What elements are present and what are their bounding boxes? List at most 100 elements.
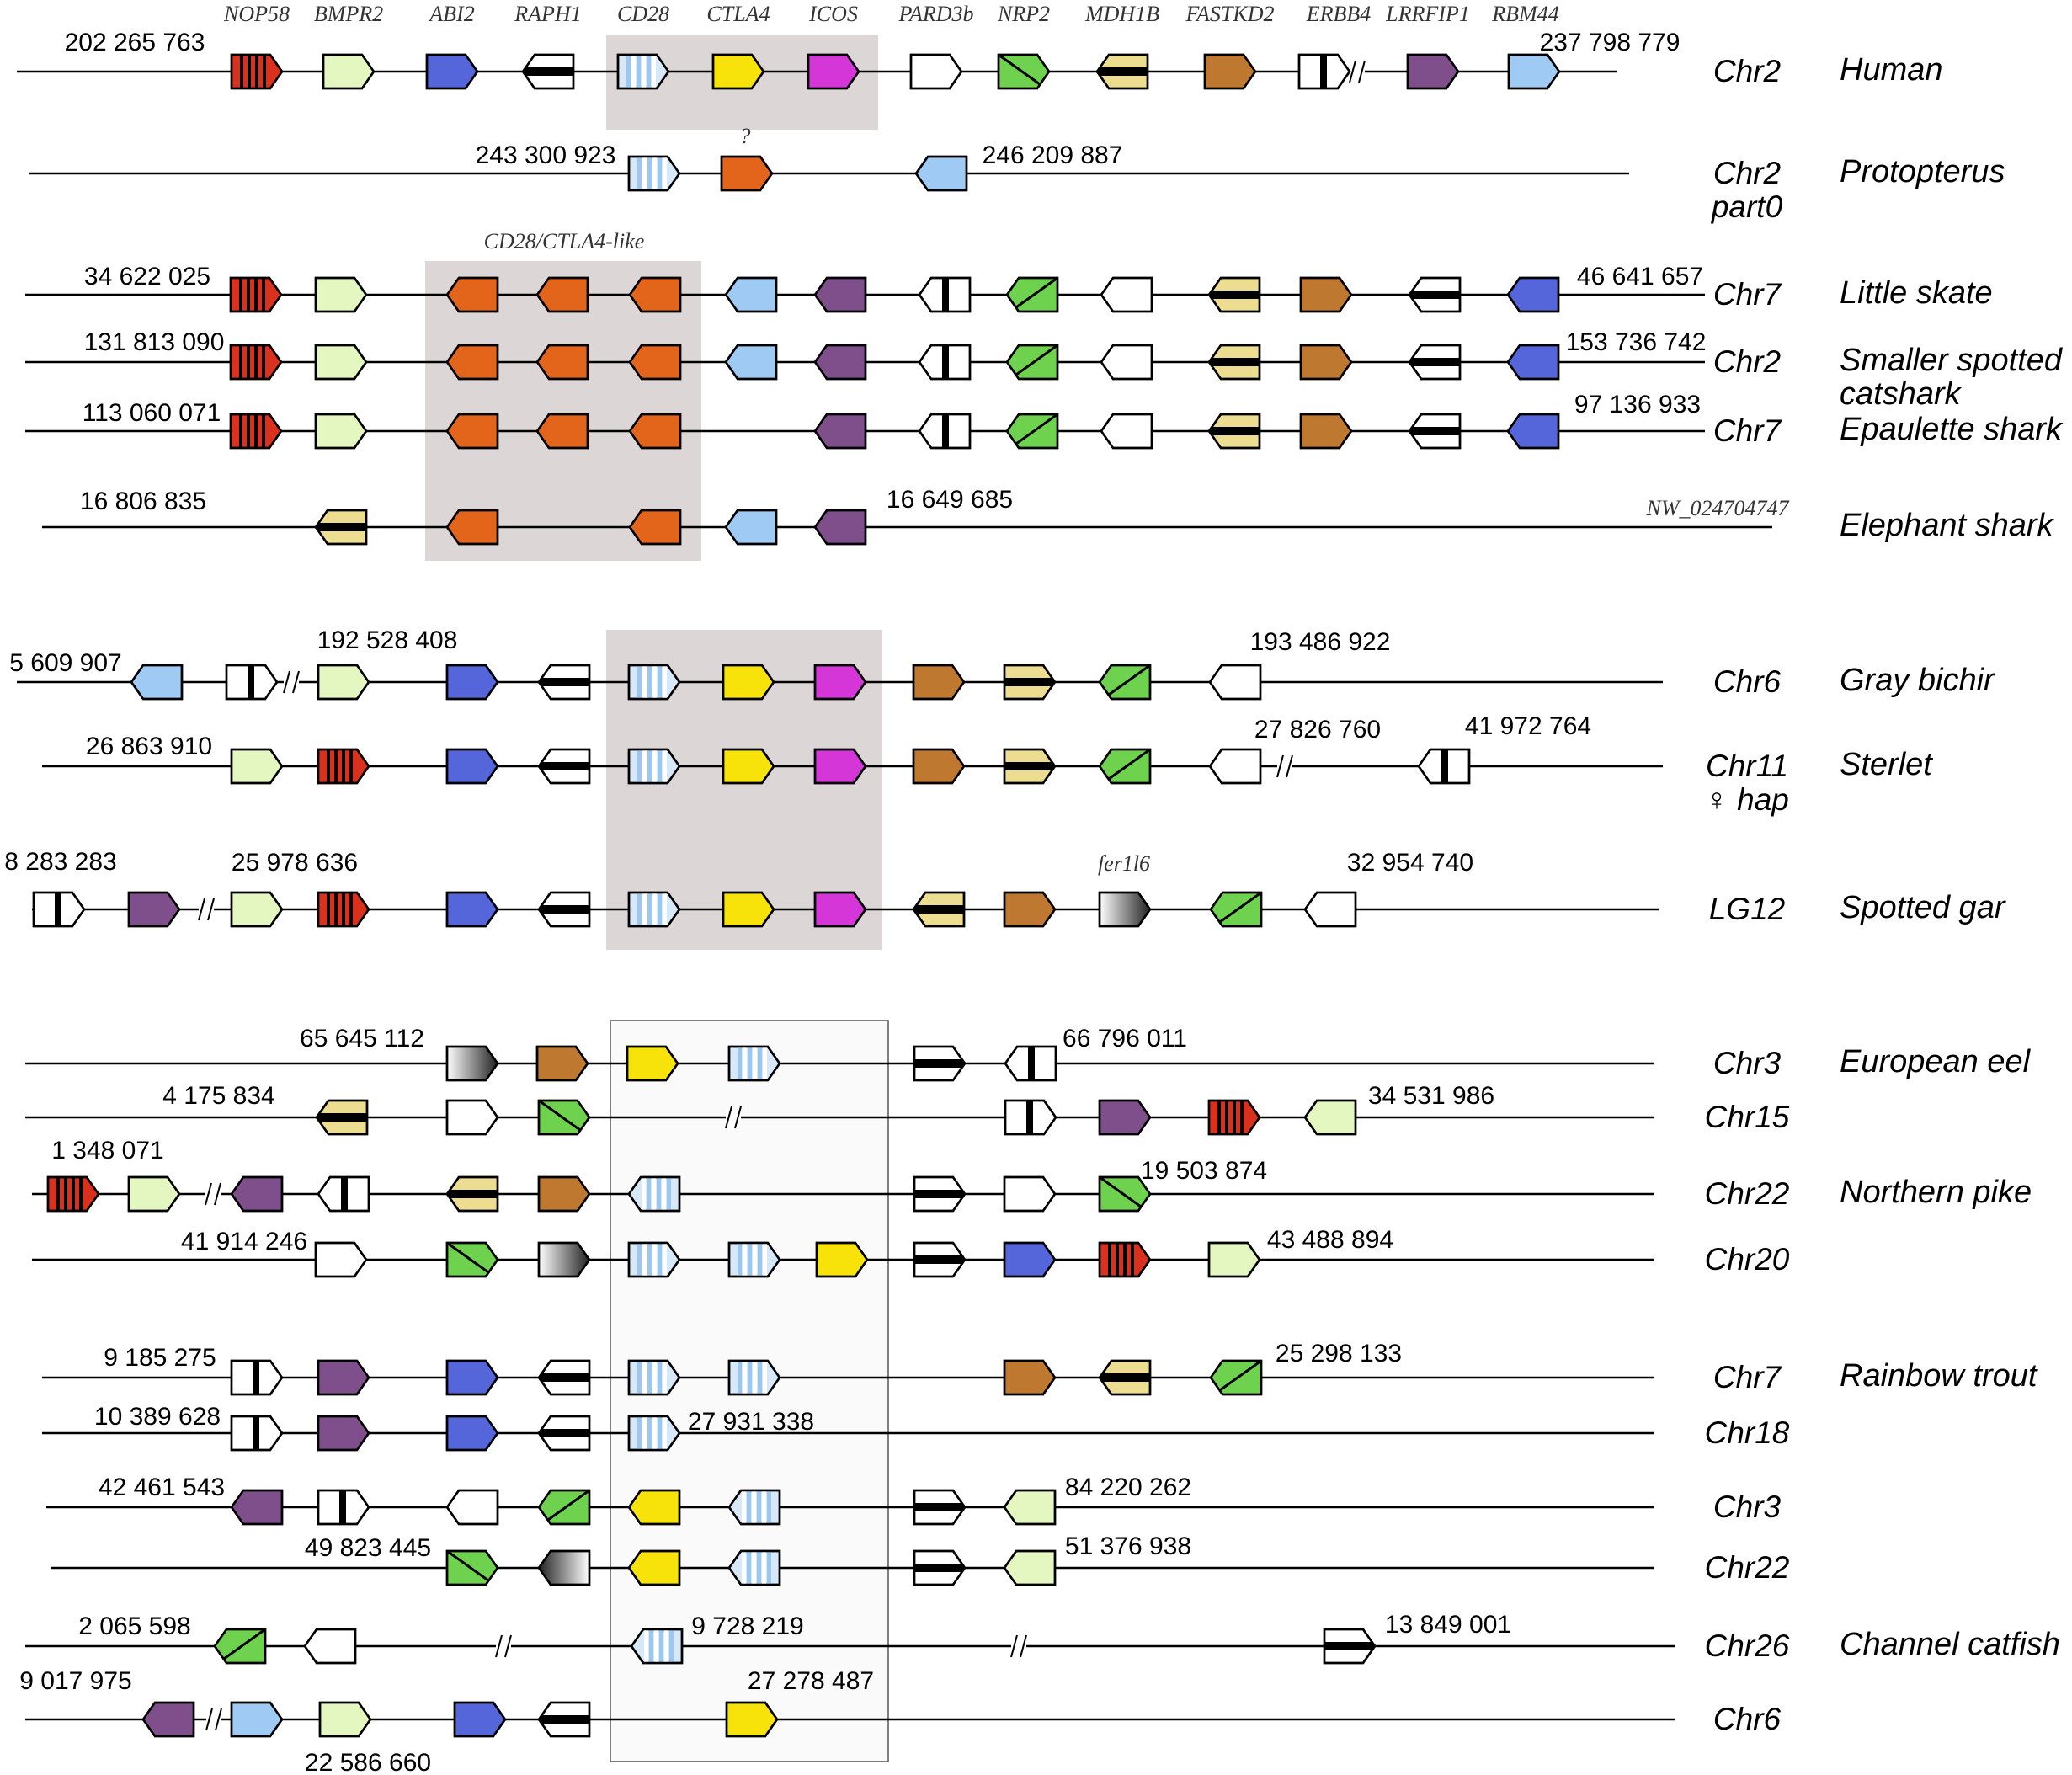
nrp2-gene-icon bbox=[1098, 748, 1152, 785]
cd28-gene-icon bbox=[627, 155, 681, 192]
coordinate-label: 2 065 598 bbox=[78, 1612, 190, 1640]
coordinate-label: 131 813 090 bbox=[84, 328, 225, 356]
lrrfip1-gene-icon bbox=[317, 1359, 370, 1396]
raph1-gene-icon bbox=[521, 53, 575, 90]
coordinate-label: 27 826 760 bbox=[1254, 716, 1381, 744]
rbm44-gene-icon bbox=[130, 664, 184, 701]
bmpr2-gene-icon bbox=[1003, 1489, 1057, 1526]
raph1-gene-icon bbox=[913, 1241, 967, 1278]
gene-header-nrp2: NRP2 bbox=[997, 2, 1050, 26]
raph1-gene-icon bbox=[537, 1701, 591, 1738]
cd28-gene-icon bbox=[627, 664, 681, 701]
mdh1b-gene-icon bbox=[1207, 413, 1261, 450]
cd28like-gene-icon bbox=[445, 413, 499, 450]
fastkd2-gene-icon bbox=[912, 748, 966, 785]
break-mark-icon bbox=[1349, 60, 1366, 83]
species-label: Gray bichir bbox=[1840, 663, 1995, 698]
chromosome-label: Chr6 bbox=[1713, 664, 1782, 699]
species-sublabel: catshark bbox=[1840, 376, 1963, 412]
cd28-gene-icon bbox=[727, 1045, 781, 1082]
coordinate-label: 202 265 763 bbox=[65, 29, 205, 56]
bmpr2-gene-icon bbox=[318, 1701, 372, 1738]
coordinate-label: 9 728 219 bbox=[691, 1612, 803, 1640]
lrrfip1-gene-icon bbox=[317, 1415, 370, 1452]
pard3b-gene-icon bbox=[445, 1099, 499, 1136]
nop58-gene-icon bbox=[317, 748, 370, 785]
fer1l6-gene-icon bbox=[537, 1549, 591, 1586]
break-mark-icon bbox=[725, 1106, 742, 1129]
raph1-gene-icon bbox=[537, 748, 591, 785]
coordinate-label: 192 528 408 bbox=[317, 626, 458, 654]
nrp2-gene-icon bbox=[445, 1241, 499, 1278]
lrrfip1-gene-icon bbox=[813, 344, 867, 381]
ctla4-gene-icon bbox=[722, 891, 775, 928]
pard3b-gene-icon bbox=[1208, 664, 1262, 701]
icos-gene-icon bbox=[813, 891, 867, 928]
chromosome-label: Chr2 bbox=[1713, 344, 1782, 379]
cd28like-gene-icon bbox=[628, 413, 682, 450]
coordinate-label: 113 060 071 bbox=[83, 399, 221, 427]
nrp2-gene-icon bbox=[1209, 1359, 1263, 1396]
fastkd2-gene-icon bbox=[912, 664, 966, 701]
species-label: European eel bbox=[1840, 1044, 2032, 1079]
ctla4-gene-icon bbox=[722, 664, 775, 701]
abi2-gene-icon bbox=[1506, 413, 1560, 450]
pard3b-gene-icon bbox=[1100, 413, 1153, 450]
coordinate-label: 41 914 246 bbox=[181, 1228, 307, 1255]
cd28-gene-icon bbox=[727, 1359, 781, 1396]
fastkd2-gene-icon bbox=[1003, 1359, 1057, 1396]
ctla4-gene-icon bbox=[725, 1701, 779, 1738]
gene-header-cd28: CD28 bbox=[617, 2, 669, 26]
species-label: Protopterus bbox=[1840, 154, 2005, 189]
pard3b-gene-icon bbox=[1100, 276, 1153, 313]
coordinate-label: 43 488 894 bbox=[1267, 1226, 1393, 1254]
cd28-gene-icon bbox=[627, 1241, 681, 1278]
rbm44-gene-icon bbox=[724, 344, 778, 381]
chromosome-label: Chr26 bbox=[1705, 1628, 1790, 1663]
raph1-gene-icon bbox=[537, 1415, 591, 1452]
nop58-gene-icon bbox=[1098, 1241, 1152, 1278]
species-label: Elephant shark bbox=[1840, 508, 2054, 543]
species-label: Human bbox=[1840, 52, 1943, 88]
species-label: Sterlet bbox=[1840, 747, 1933, 782]
species-label: Smaller spotted bbox=[1840, 343, 2064, 378]
fastkd2-gene-icon bbox=[1299, 413, 1353, 450]
cd28-gene-icon bbox=[727, 1489, 781, 1526]
break-mark-icon bbox=[495, 1634, 512, 1658]
abi2-gene-icon bbox=[445, 1415, 499, 1452]
chromosome-label: Chr3 bbox=[1713, 1490, 1782, 1524]
species-label: Northern pike bbox=[1840, 1175, 2032, 1210]
break-mark-icon bbox=[1010, 1634, 1027, 1658]
mdh1b-gene-icon bbox=[1095, 53, 1149, 90]
cd28like-gene-icon bbox=[445, 344, 499, 381]
rbm44-gene-icon bbox=[724, 509, 778, 546]
ctla4-gene-icon bbox=[722, 748, 775, 785]
cd28-gene-icon bbox=[627, 1415, 681, 1452]
nrp2-gene-icon bbox=[1005, 276, 1059, 313]
erbb4-gene-icon bbox=[1297, 53, 1351, 90]
cd28-gene-icon bbox=[727, 1241, 781, 1278]
chromosome-label: Chr7 bbox=[1713, 1360, 1782, 1394]
gene-header-raph1: RAPH1 bbox=[514, 2, 581, 26]
ctla4-gene-icon bbox=[627, 1489, 681, 1526]
cd28-gene-icon bbox=[627, 891, 681, 928]
cd28-gene-icon bbox=[627, 748, 681, 785]
coordinate-label: 193 486 922 bbox=[1250, 628, 1391, 656]
cd28like-gene-icon bbox=[535, 276, 589, 313]
lrrfip1-gene-icon bbox=[127, 891, 181, 928]
coordinate-label: 4 175 834 bbox=[162, 1082, 274, 1110]
coordinate-label: 84 220 262 bbox=[1065, 1474, 1191, 1501]
bmpr2-gene-icon bbox=[1303, 1099, 1357, 1136]
lrrfip1-gene-icon bbox=[141, 1701, 195, 1738]
gene-header-nop58: NOP58 bbox=[223, 2, 290, 26]
raph1-gene-icon bbox=[1408, 276, 1462, 313]
nrp2-gene-icon bbox=[1005, 344, 1059, 381]
coordinate-label: 9 185 275 bbox=[104, 1344, 216, 1372]
